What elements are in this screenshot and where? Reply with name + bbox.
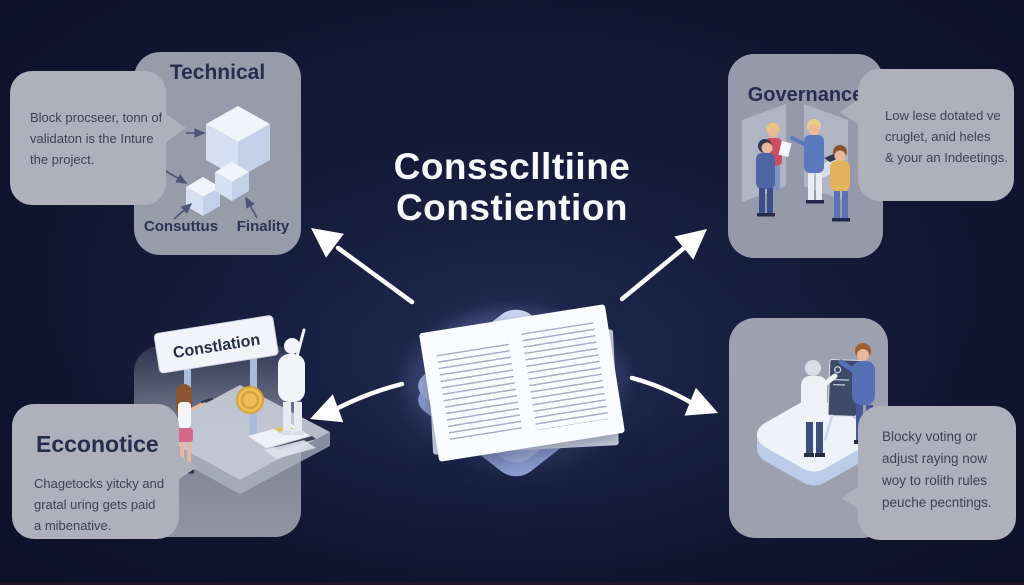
table-icon — [808, 158, 850, 178]
finality-label: Finality — [236, 218, 290, 235]
bubble-line: gratal uring gets paid — [34, 497, 156, 513]
consensus-label: Consuttus — [143, 218, 219, 235]
bubble-line: Chagetocks yitcky and — [34, 476, 165, 492]
small-cube-icon — [215, 162, 249, 201]
page-title: Conssclltiine Constiention — [328, 146, 696, 229]
bubble-line: adjust raying now — [882, 450, 988, 466]
bubble-line: the project. — [30, 152, 95, 168]
platform-top — [757, 398, 871, 472]
bubble-line: a mibenative. — [34, 518, 112, 534]
big-cube-icon — [206, 106, 270, 178]
technical-heading: Technical — [169, 61, 266, 84]
laptop-icon — [824, 153, 842, 162]
document-text-column-left — [436, 343, 523, 440]
governance-speech-bubble: Low lese dotated ve cruglet, anid heles … — [840, 69, 1014, 201]
arrow-to-governance — [619, 229, 707, 302]
bubble-tail — [175, 452, 197, 482]
person-icon — [830, 145, 850, 222]
connector-arrows — [163, 128, 258, 220]
person-icon — [801, 360, 838, 457]
voting-speech-bubble: Blocky voting or adjust raying now woy t… — [842, 406, 1016, 540]
title-line-1: Conssclltiine — [393, 146, 631, 187]
arrow-to-technical — [311, 228, 415, 305]
bubble-tail — [840, 97, 862, 127]
bubble-tail — [842, 484, 862, 512]
bubble-line: woy to rolith rules — [882, 472, 988, 488]
platform-side — [757, 398, 871, 486]
title-line-2: Constiention — [395, 187, 629, 229]
document-text-column-right — [521, 322, 609, 431]
person-icon — [765, 122, 792, 190]
economic-heading: Ecconotice — [36, 431, 159, 457]
technical-speech-bubble: Block procseer, tonn of validaton is the… — [10, 71, 186, 205]
bubble-line: cruglet, anid heles — [885, 129, 991, 145]
bubble-tail — [162, 111, 186, 145]
bubble-line: Blocky voting or — [882, 429, 978, 444]
governance-heading: Governance — [747, 84, 864, 106]
bubble-line: validaton is the Inture — [30, 131, 154, 147]
small-cube-icon — [186, 177, 220, 216]
bottom-edge-artifact — [0, 582, 1024, 585]
economic-speech-bubble: Ecconotice Chagetocks yitcky and gratal … — [12, 404, 197, 539]
backdrop-board — [742, 104, 786, 202]
person-icon — [790, 119, 824, 204]
bubble-line: peuche pecntings. — [882, 494, 992, 510]
bubble-line: Low lese dotated ve — [885, 108, 1001, 123]
bubble-line: & your an Indeetings. — [885, 150, 1008, 166]
bubble-line: Block procseer, tonn of — [30, 110, 163, 125]
person-icon — [756, 139, 775, 217]
